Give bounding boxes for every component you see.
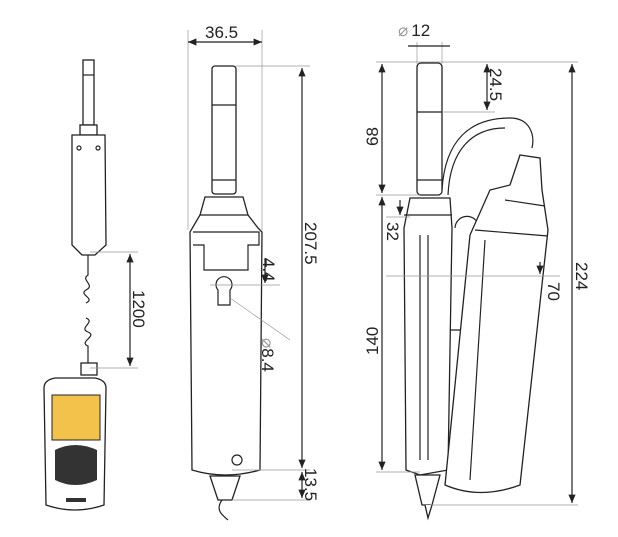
button-icon (231, 454, 243, 466)
collar-label: 32 (383, 222, 402, 241)
diameter-symbol: ⌀ (258, 338, 277, 348)
hole-diameter-label: ⌀8.4 (258, 338, 277, 372)
sensor-diameter-label: ⌀12 (398, 21, 430, 40)
instrument-logo (66, 498, 86, 502)
slot-offset-label: 4.4 (259, 258, 278, 282)
sensor-head-label: 24.5 (486, 68, 505, 101)
width-label: 36.5 (205, 23, 238, 42)
probe-with-instrument-view: 1200 (43, 59, 148, 511)
sensor-tip (416, 62, 443, 196)
cable-length-label: 1200 (129, 290, 148, 328)
instrument-keypad (55, 445, 97, 485)
coiled-cable-bottom (84, 317, 92, 365)
probe-body (189, 196, 263, 476)
sensor-length-label: 68 (363, 127, 382, 146)
handle-length-label: 140 (363, 327, 382, 355)
instrument-screen (51, 394, 101, 441)
tip-length-label: 13.5 (301, 468, 320, 501)
probe-handle (71, 134, 107, 256)
probe-front-view: 36.5 207.5 13.5 4.4 ⌀8.4 (187, 23, 320, 521)
overall-length-label: 224 (572, 262, 591, 290)
coiled-cable-top (83, 255, 91, 304)
total-length-label: 207.5 (301, 222, 320, 265)
sensor-tip (211, 65, 237, 195)
depth-label: 70 (544, 282, 563, 301)
sensor-tip (82, 59, 95, 126)
probe-side-view: ⌀12 24.5 68 32 140 70 (363, 21, 591, 521)
instrument-side (444, 154, 549, 494)
